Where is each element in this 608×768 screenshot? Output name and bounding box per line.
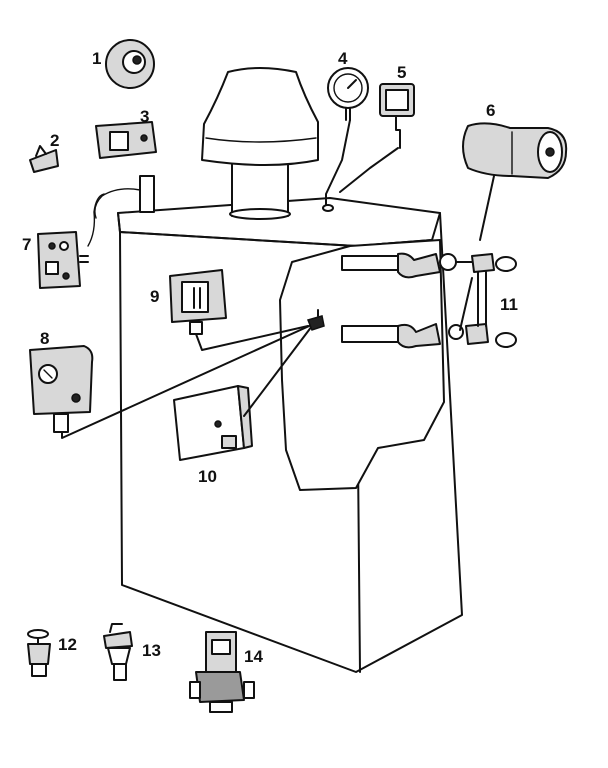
callout-8: 8 — [40, 329, 49, 348]
vent-stub — [94, 175, 155, 219]
part-9-control-box — [169, 269, 309, 351]
part-5-thermometer — [339, 83, 415, 193]
callout-9: 9 — [150, 287, 159, 306]
part-1-view-port — [105, 39, 155, 89]
callout-1: 1 — [92, 49, 101, 68]
pipe-junction — [306, 309, 325, 331]
callout-7: 7 — [22, 235, 31, 254]
callout-labels: 1 2 3 4 5 6 7 8 9 10 11 12 13 14 — [22, 49, 518, 666]
part-6-circulator — [462, 122, 568, 241]
callout-3: 3 — [140, 107, 149, 126]
callout-4: 4 — [338, 49, 348, 68]
part-4-pressure-gauge — [322, 67, 369, 212]
part-3-control — [95, 121, 157, 159]
callout-10: 10 — [198, 467, 217, 486]
part-14-gas-valve — [189, 631, 255, 713]
part-2-switch — [29, 145, 59, 173]
callout-13: 13 — [142, 641, 161, 660]
callout-2: 2 — [50, 131, 59, 150]
callout-12: 12 — [58, 635, 77, 654]
part-11-water-gauge-piping — [341, 252, 517, 349]
callout-5: 5 — [397, 63, 406, 82]
callout-14: 14 — [244, 647, 263, 666]
boiler-cabinet — [117, 197, 463, 673]
callout-11: 11 — [500, 295, 518, 314]
part-8-pressure-control — [29, 321, 319, 439]
callout-6: 6 — [486, 101, 495, 120]
part-13-relief-valve — [103, 623, 133, 681]
part-12-drain-valve — [27, 629, 51, 677]
part-10-low-water-cutoff — [173, 325, 313, 461]
draft-hood — [201, 67, 319, 220]
part-7-relay — [37, 193, 105, 289]
